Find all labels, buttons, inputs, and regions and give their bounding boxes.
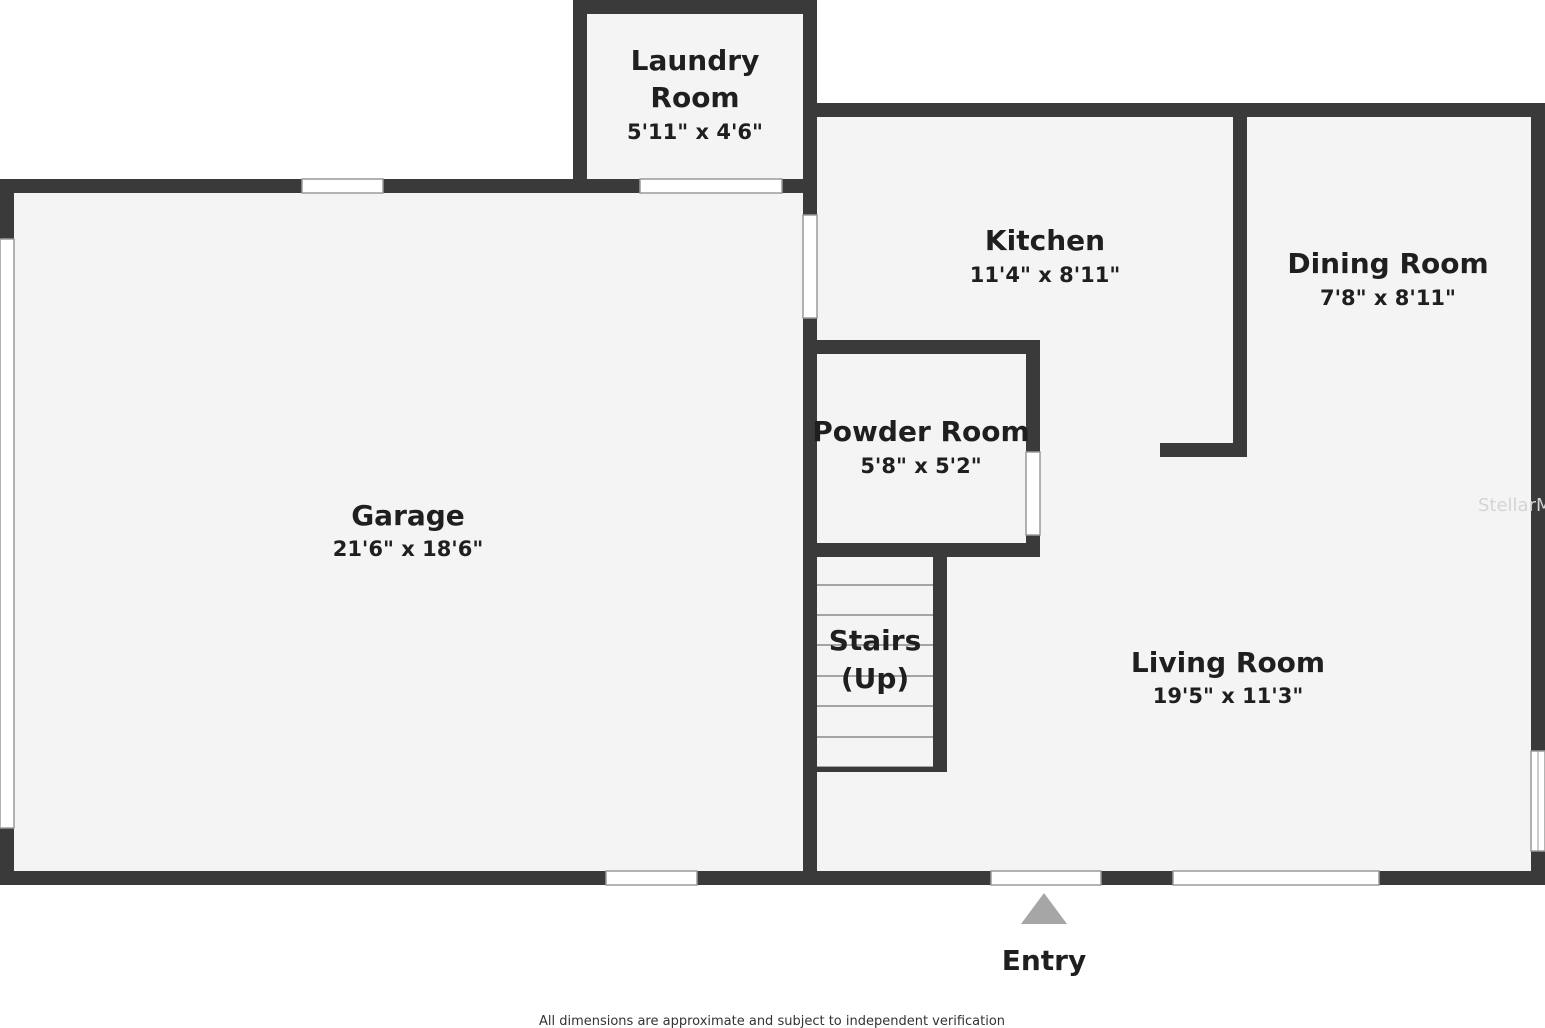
stairs-name-line1: Stairs: [829, 624, 922, 657]
floor-areas: [7, 8, 1538, 878]
main-floor: [810, 110, 1538, 878]
laundry-room-name-line1: Laundry: [631, 44, 760, 77]
entry-arrow-icon: [1021, 893, 1067, 924]
garage-laundry-door: [639, 178, 783, 194]
stairs-name-line2: (Up): [841, 662, 909, 695]
watermark-text: StellarM: [1478, 495, 1545, 516]
garage-dimensions: 21'6" x 18'6": [333, 537, 484, 561]
living-room-name: Living Room: [1131, 646, 1325, 679]
living-bottom-window: [1172, 870, 1380, 886]
laundry-floor: [580, 8, 810, 186]
garage-kitchen-door: [802, 214, 818, 319]
kitchen-dimensions: 11'4" x 8'11": [970, 263, 1121, 287]
garage-bottom-window: [605, 870, 698, 886]
powder-window: [1025, 451, 1041, 536]
room-labels: Laundry Room 5'11" x 4'6" Kitchen 11'4" …: [333, 44, 1489, 708]
entry-door: [990, 870, 1102, 886]
garage-floor: [7, 186, 810, 878]
walls: [0, 0, 1545, 885]
garage-left-door: [0, 238, 15, 829]
garage-name: Garage: [351, 499, 465, 532]
openings: [0, 178, 1545, 886]
disclaimer-text: All dimensions are approximate and subje…: [539, 1014, 1005, 1028]
entry-label: Entry: [1002, 944, 1087, 977]
laundry-room-name-line2: Room: [650, 81, 739, 114]
garage-top-window: [301, 178, 384, 194]
living-room-dimensions: 19'5" x 11'3": [1153, 684, 1304, 708]
powder-room-name: Powder Room: [812, 415, 1029, 448]
dining-room-dimensions: 7'8" x 8'11": [1320, 286, 1456, 310]
kitchen-name: Kitchen: [985, 224, 1105, 257]
dining-room-name: Dining Room: [1287, 247, 1488, 280]
powder-room-dimensions: 5'8" x 5'2": [860, 454, 981, 478]
laundry-room-dimensions: 5'11" x 4'6": [627, 120, 763, 144]
